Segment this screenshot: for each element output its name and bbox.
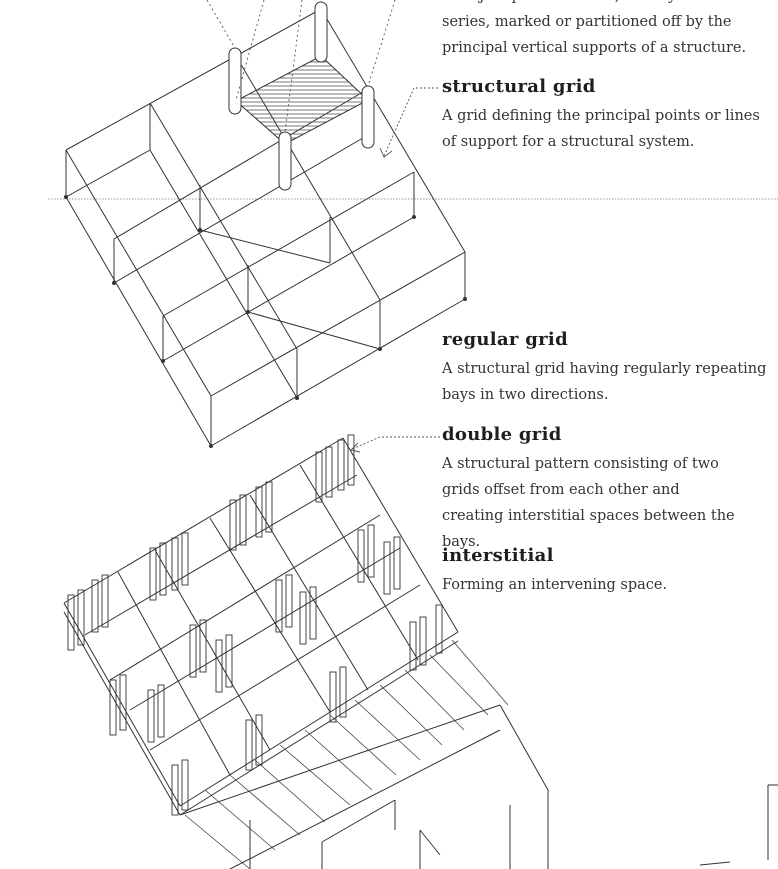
regular-grid-term: regular grid xyxy=(442,329,568,350)
regular-grid-drawing xyxy=(64,8,467,448)
double-grid-definition: A structural pattern consisting of two g… xyxy=(442,456,735,550)
bay-definition: A major spatial division, usually one of… xyxy=(442,0,747,56)
double-grid-drawing xyxy=(63,434,778,869)
double-grid-term: double grid xyxy=(442,424,562,445)
interstitial-definition: Forming an intervening space. xyxy=(442,577,668,593)
structural-grid-leader xyxy=(379,87,438,158)
structural-grid-term: structural grid xyxy=(442,76,596,97)
structural-grid-definition: A grid defining the principal points or … xyxy=(442,108,760,150)
bay-highlight xyxy=(206,0,396,191)
double-grid-leader xyxy=(350,436,440,453)
interstitial-term: interstitial xyxy=(442,545,554,566)
regular-grid-definition: A structural grid having regularly repea… xyxy=(442,361,767,403)
